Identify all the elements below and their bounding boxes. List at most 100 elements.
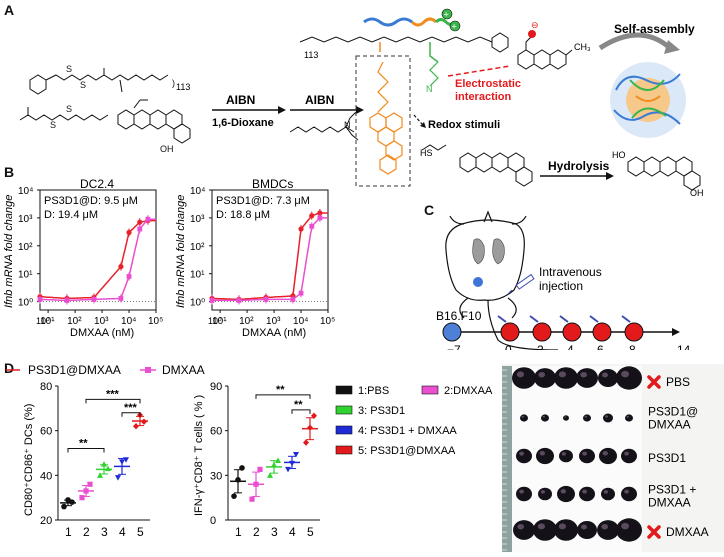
group-label: DMXAA: [648, 418, 691, 432]
y-tick-label: 20: [40, 515, 52, 527]
tumor: [579, 486, 595, 502]
x-tick-label: 10⁵: [148, 316, 163, 327]
day-label: 6: [597, 343, 604, 350]
tumor: [601, 487, 615, 501]
svg-text:CH₃: CH₃: [574, 42, 591, 52]
significance-stars: ***: [106, 388, 120, 400]
significance-stars: ***: [124, 402, 138, 414]
data-point: [119, 459, 125, 465]
mouse-illustration: [445, 210, 559, 350]
x-tick-label: 10¹: [40, 316, 55, 327]
tumor-highlight: [564, 416, 566, 418]
treatment-marker: [532, 322, 552, 342]
treatment-marker: [562, 322, 582, 342]
tumor-highlight: [601, 523, 608, 530]
tumor: [603, 413, 613, 423]
group-legend-label: 3: PS3D1: [358, 405, 405, 417]
dashed-box: [355, 55, 411, 187]
data-point: [133, 423, 139, 430]
svg-text:+: +: [444, 10, 449, 20]
tumor: [520, 414, 528, 422]
hydrolysis-label: Hydrolysis: [548, 159, 610, 173]
x-tick-label: 1: [235, 525, 242, 539]
significance-bracket: [67, 448, 105, 453]
x-tick-label: 10⁰: [208, 316, 222, 326]
day-label: 8: [629, 343, 636, 350]
tumor: [621, 486, 637, 502]
treatment-marker: [592, 322, 612, 342]
tumor-highlight: [558, 371, 566, 378]
monomer-structure: S S OH: [19, 99, 191, 154]
tumor-highlight: [516, 371, 524, 378]
panel-label-b: B: [4, 164, 15, 180]
tumor: [563, 415, 569, 421]
timeline-arrowhead: [672, 328, 680, 336]
y-tick-label: 60: [40, 426, 52, 438]
plot-title: DC2.4: [80, 177, 114, 191]
ec50-annotation: D: 18.8 μM: [216, 209, 270, 221]
tumor-highlight: [582, 451, 587, 456]
svg-text:HS: HS: [420, 148, 433, 158]
data-point: [97, 472, 103, 478]
dead-mark-icon: [647, 525, 661, 539]
syringe-icon: [497, 315, 507, 323]
data-point: [249, 496, 255, 502]
dmxaa-structure: [517, 35, 573, 70]
group-legend-label: 5: PS3D1@DMXAA: [358, 445, 456, 457]
tumor-highlight: [584, 415, 587, 418]
dead-mark-icon: [647, 375, 661, 389]
x-tick-label: 3: [101, 525, 108, 539]
treatment-marker: [500, 322, 520, 342]
tumor: [516, 486, 532, 502]
group-label: DMXAA: [648, 496, 691, 510]
y-axis-label: IFN-γ⁺CD8⁺ T cells ( % ): [193, 395, 205, 516]
polymer-cartoon-blue: [363, 17, 413, 27]
plot-frame: [39, 189, 157, 311]
ec50-annotation: PS3D1@D: 9.5 μM: [44, 195, 138, 207]
tumor: [577, 521, 597, 539]
intravenous-line1: Intravenous: [539, 265, 602, 279]
tumor-highlight: [582, 489, 587, 494]
y-tick-label: 10⁰: [18, 298, 33, 309]
group-legend-label: 4: PS3D1 + DMXAA: [358, 425, 457, 437]
y-tick-label: 80: [40, 381, 52, 393]
tumor-highlight: [624, 489, 629, 494]
data-point: [105, 465, 111, 472]
electrostatic-line1: Electrostatic: [455, 78, 521, 90]
group-legend-label: 2:DMXAA: [444, 385, 493, 397]
inoculation-marker: [442, 322, 462, 342]
plot-frame: [211, 189, 329, 311]
series-curve: [39, 219, 156, 300]
x-tick-label: 10⁵: [320, 316, 335, 327]
data-point: [285, 466, 291, 473]
x-tick-label: 10¹: [212, 316, 227, 327]
day-label: 0: [505, 343, 512, 350]
data-point: [115, 475, 121, 481]
svg-text:S: S: [80, 80, 86, 90]
x-tick-label: 10⁴: [293, 316, 308, 327]
ruler-strip: [502, 366, 512, 552]
group-legend-swatch: [335, 405, 353, 415]
group-label: PBS: [666, 375, 690, 389]
tumor: [621, 448, 637, 464]
x-tick-label: 1: [65, 525, 72, 539]
data-point: [231, 493, 237, 499]
significance-bracket: [255, 394, 311, 399]
group-legend-swatch: [335, 425, 353, 435]
significance-bracket: [85, 398, 141, 404]
significance-bracket: [121, 412, 141, 417]
reagent-aibn-1: AIBN: [226, 93, 255, 107]
y-tick-label: 10⁴: [190, 186, 205, 197]
svg-text:HO: HO: [612, 150, 626, 160]
tumor-highlight: [521, 415, 524, 418]
x-tick-label: 10³: [94, 316, 109, 327]
day-label: 14: [677, 343, 691, 350]
y-axis-label: Ifnb mRNA fold change: [3, 195, 15, 308]
y-tick-label: 0: [210, 515, 216, 527]
treatment-marker: [624, 322, 644, 342]
data-point: [293, 451, 299, 458]
data-point: [141, 418, 147, 425]
y-tick-label: 10²: [18, 242, 33, 253]
tumor: [579, 448, 595, 464]
